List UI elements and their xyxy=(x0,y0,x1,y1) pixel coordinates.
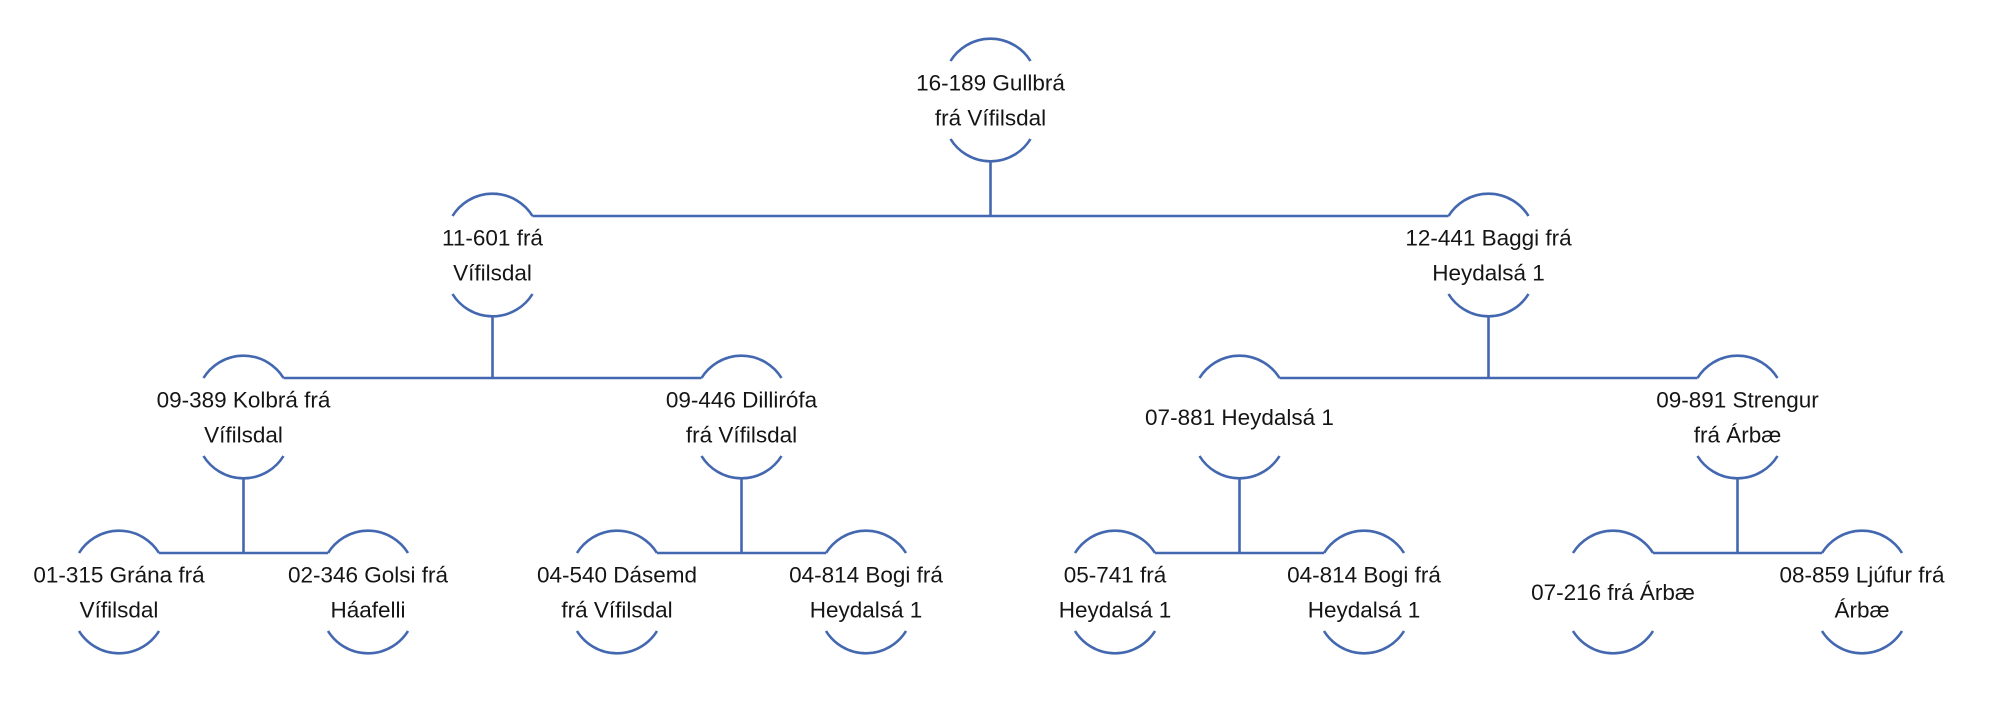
node-top-arc xyxy=(1198,354,1281,379)
node-bottom-arc xyxy=(1696,455,1779,480)
node-label-line: 04-814 Bogi frá xyxy=(789,563,943,588)
node-bottom-arc xyxy=(1073,630,1157,655)
node-label-line: 08-859 Ljúfur frá xyxy=(1779,563,1945,588)
tree-node: 04-540 Dásemd frá Vífilsdal xyxy=(537,529,697,655)
node-bottom-arc xyxy=(1322,630,1406,655)
node-label-line: 09-389 Kolbrá frá xyxy=(157,388,331,413)
node-bottom-arc xyxy=(575,630,659,655)
node-label-line: 12-441 Baggi frá xyxy=(1405,226,1572,251)
tree-nodes: 16-189 Gullbrá frá Vífilsdal 11-601 fráVíf… xyxy=(33,37,1945,655)
node-label-line: Vífilsdal xyxy=(453,261,532,286)
node-top-arc xyxy=(575,529,659,554)
node-label-line: frá Vífilsdal xyxy=(561,598,672,623)
node-label-line: 04-540 Dásemd xyxy=(537,563,697,588)
node-label-line: 09-891 Strengur xyxy=(1656,388,1819,413)
node-bottom-arc xyxy=(202,455,285,480)
node-label-line: Heydalsá 1 xyxy=(810,598,923,623)
node-label-line: frá Vífilsdal xyxy=(935,106,1046,131)
tree-node: 09-446 Dillirófa frá Vífilsdal xyxy=(666,354,818,480)
node-label-line: frá Árbæ xyxy=(1694,423,1782,448)
node-label-line: Heydalsá 1 xyxy=(1308,598,1421,623)
node-bottom-arc xyxy=(451,293,534,318)
node-top-arc xyxy=(1322,529,1406,554)
node-top-arc xyxy=(202,354,285,379)
node-label-line: 07-216 frá Árbæ xyxy=(1531,580,1695,605)
node-top-arc xyxy=(1696,354,1779,379)
node-bottom-arc xyxy=(1820,630,1904,655)
tree-node: 07-216 frá Árbæ xyxy=(1531,529,1695,655)
tree-node: 16-189 Gullbrá frá Vífilsdal xyxy=(916,37,1065,163)
node-bottom-arc xyxy=(1447,293,1530,318)
connector-lines xyxy=(159,161,1822,555)
node-top-arc xyxy=(949,37,1032,62)
node-bottom-arc xyxy=(77,630,161,655)
node-label-line: Vífilsdal xyxy=(204,423,283,448)
node-label-line: 02-346 Golsi frá xyxy=(288,563,449,588)
node-label-line: frá Vífilsdal xyxy=(686,423,797,448)
node-top-arc xyxy=(1447,192,1530,217)
node-label-line: Vífilsdal xyxy=(80,598,159,623)
node-label-line: 01-315 Grána frá xyxy=(33,563,205,588)
node-top-arc xyxy=(1073,529,1157,554)
node-bottom-arc xyxy=(700,455,783,480)
node-label-line: Árbæ xyxy=(1834,598,1889,623)
node-bottom-arc xyxy=(1198,455,1281,480)
tree-node: 09-891 Strengur frá Árbæ xyxy=(1656,354,1819,480)
node-top-arc xyxy=(326,529,410,554)
node-top-arc xyxy=(824,529,908,554)
node-label-line: 07-881 Heydalsá 1 xyxy=(1145,405,1334,430)
node-top-arc xyxy=(1571,529,1655,554)
node-label-line: 11-601 frá xyxy=(442,226,543,251)
tree-node: 07-881 Heydalsá 1 xyxy=(1145,354,1334,480)
node-bottom-arc xyxy=(949,138,1032,163)
node-label-line: 09-446 Dillirófa xyxy=(666,388,818,413)
node-bottom-arc xyxy=(824,630,908,655)
node-label-line: 16-189 Gullbrá xyxy=(916,71,1065,96)
node-label-line: Heydalsá 1 xyxy=(1432,261,1545,286)
node-bottom-arc xyxy=(1571,630,1655,655)
node-top-arc xyxy=(77,529,161,554)
node-top-arc xyxy=(1820,529,1904,554)
node-top-arc xyxy=(700,354,783,379)
node-label-line: Heydalsá 1 xyxy=(1059,598,1172,623)
node-label-line: 04-814 Bogi frá xyxy=(1287,563,1441,588)
node-label-line: Háafelli xyxy=(330,598,405,623)
node-top-arc xyxy=(451,192,534,217)
node-bottom-arc xyxy=(326,630,410,655)
node-label-line: 05-741 frá xyxy=(1064,563,1167,588)
